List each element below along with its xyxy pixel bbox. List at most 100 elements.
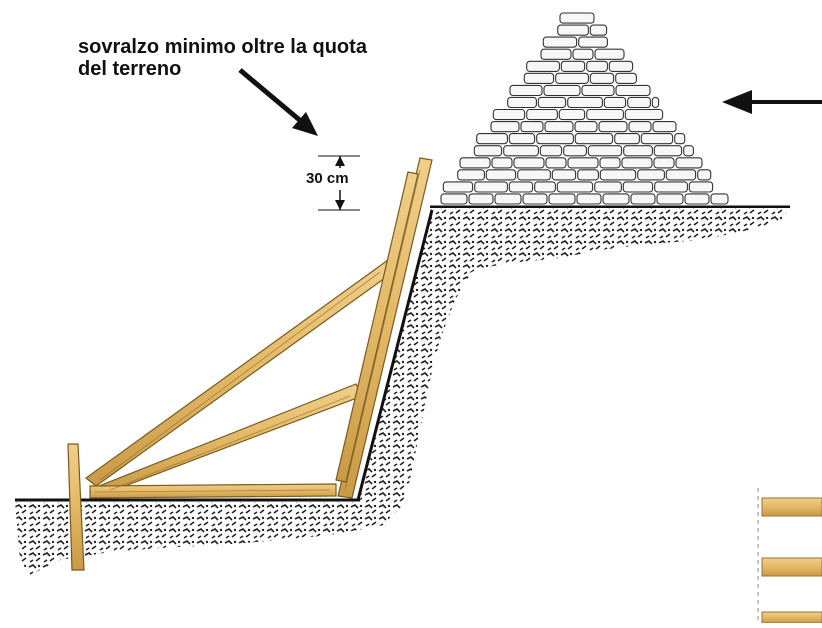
wall-stone — [542, 36, 578, 48]
wall-stone — [587, 145, 623, 157]
wall-stone — [563, 145, 587, 157]
wall-stone — [572, 48, 594, 60]
wall-stone — [457, 169, 485, 181]
wall-stone — [537, 96, 567, 109]
wall-stone — [586, 60, 608, 72]
wall-stone — [551, 169, 577, 181]
wall-stone — [459, 157, 491, 169]
annotation-label: sovralzo minimo oltre la quota del terre… — [78, 36, 367, 80]
wall-stone — [586, 108, 624, 121]
wall-stone — [576, 193, 602, 205]
wall-stone — [653, 157, 675, 169]
legend-swatches — [757, 488, 822, 624]
wall-stone — [523, 72, 555, 84]
wall-stone — [615, 72, 637, 84]
wall-stone — [473, 145, 503, 157]
wall-stone — [474, 181, 508, 193]
wall-stone — [594, 48, 625, 60]
upper-ground — [430, 205, 790, 300]
wall-stone — [558, 108, 586, 121]
wall-stone — [624, 108, 664, 121]
wall-stone — [589, 24, 608, 36]
wall-stone — [567, 96, 603, 109]
stone-wall — [440, 12, 729, 205]
wall-stone — [522, 193, 548, 205]
wall-stone — [536, 133, 574, 145]
post-plank — [335, 171, 419, 483]
wall-stone — [544, 121, 574, 133]
wall-stone — [594, 181, 622, 193]
wall-stone — [526, 108, 558, 121]
pointer-arrow-left — [238, 68, 318, 136]
wall-stone — [630, 193, 656, 205]
wall-stone — [578, 36, 608, 48]
wall-stone — [574, 133, 614, 145]
wall-stone — [599, 157, 621, 169]
wall-stone — [509, 84, 543, 97]
wall-stone — [697, 169, 712, 181]
wall-stone — [513, 157, 545, 169]
post-left — [67, 443, 85, 571]
wall-stone — [559, 12, 595, 24]
wall-stone — [621, 157, 653, 169]
wall-stone — [614, 133, 640, 145]
wall-stone — [442, 181, 474, 193]
wall-stone — [492, 108, 526, 121]
wall-stone — [622, 181, 654, 193]
wall-stone — [539, 145, 563, 157]
annotation-line-1: sovralzo minimo oltre la quota — [78, 36, 367, 58]
wall-stone — [688, 181, 714, 193]
wall-stone — [683, 145, 694, 157]
wall-stone — [557, 24, 589, 36]
wall-stone — [534, 181, 556, 193]
wall-stone — [623, 145, 653, 157]
wall-stone — [577, 169, 599, 181]
wall-stone — [485, 169, 517, 181]
wall-stone — [603, 96, 627, 109]
wall-stone — [674, 133, 686, 145]
wall-stone — [468, 193, 494, 205]
wall-stone — [684, 193, 710, 205]
wall-stone — [675, 157, 703, 169]
wall-stone — [503, 145, 539, 157]
wall-stone — [508, 181, 534, 193]
dimension-marker — [300, 155, 370, 211]
timber-shoring — [67, 157, 433, 571]
wall-stone — [599, 169, 637, 181]
wall-stone — [652, 121, 677, 133]
wall-stone — [543, 84, 581, 97]
wall-stone — [654, 181, 688, 193]
wall-stone — [490, 121, 520, 133]
wall-stone — [548, 193, 576, 205]
wall-stone — [574, 121, 598, 133]
wall-stone — [640, 133, 674, 145]
wall-stone — [608, 60, 634, 72]
wall-stone — [627, 96, 651, 109]
wall-stone — [520, 121, 544, 133]
wall-stone — [651, 96, 660, 109]
annotation-line-2: del terreno — [78, 58, 182, 80]
wall-stone — [615, 84, 651, 97]
wall-stone — [555, 72, 589, 84]
strut-short — [92, 383, 363, 495]
wall-stone — [491, 157, 513, 169]
wall-stone — [560, 60, 586, 72]
wall-stone — [589, 72, 615, 84]
wall-stone — [517, 169, 551, 181]
wall-stone — [540, 48, 572, 60]
wall-stone — [494, 193, 522, 205]
wall-stone — [526, 60, 560, 72]
wall-stone — [710, 193, 729, 205]
wall-stone — [507, 96, 537, 109]
wall-stone — [476, 133, 508, 145]
wall-stone — [508, 133, 536, 145]
dimension-label: 30 cm — [306, 170, 349, 187]
wall-stone — [656, 193, 684, 205]
wall-stone — [637, 169, 665, 181]
wall-stone — [581, 84, 615, 97]
wall-stone — [628, 121, 652, 133]
wall-stone — [665, 169, 697, 181]
wall-stone — [598, 121, 628, 133]
